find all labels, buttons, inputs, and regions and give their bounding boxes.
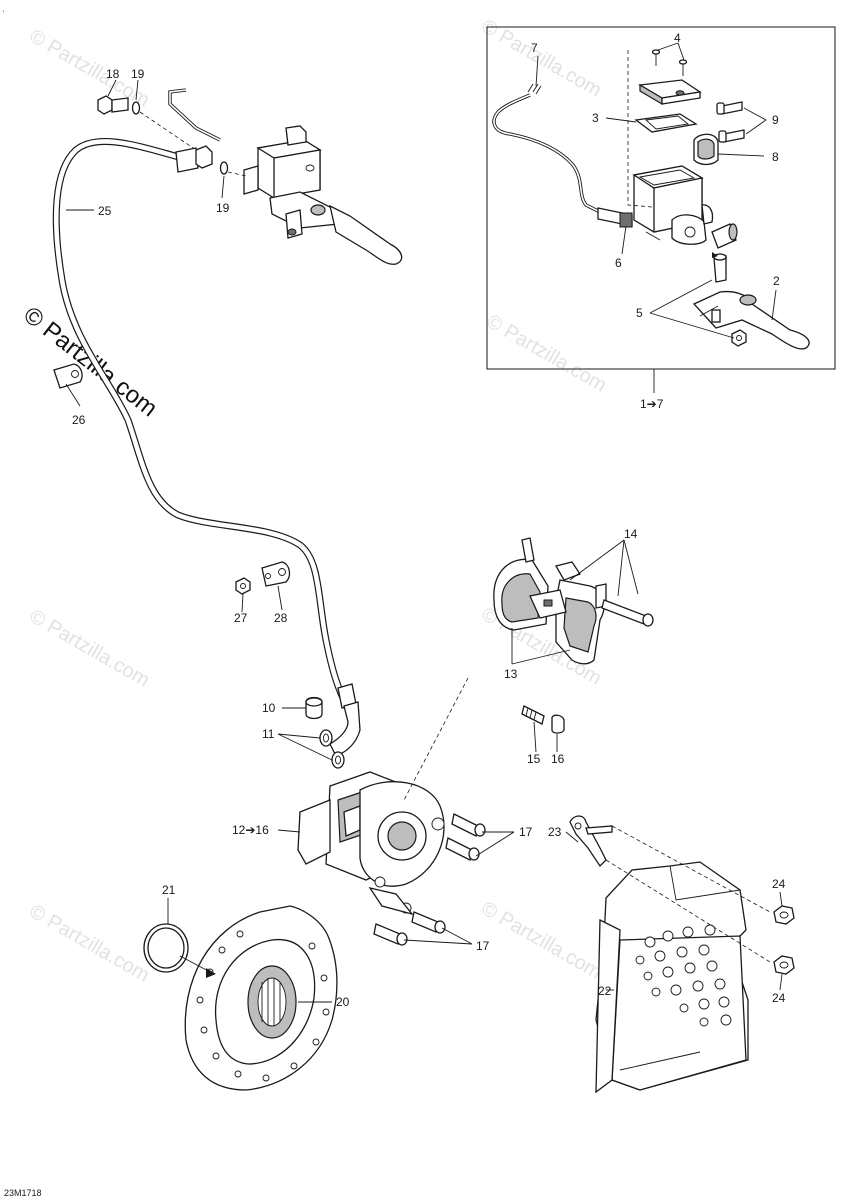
callout-17-lower: 17 bbox=[476, 939, 490, 953]
brake-pads bbox=[493, 537, 607, 665]
callout-8: 8 bbox=[772, 150, 779, 164]
callout-25: 25 bbox=[98, 204, 112, 218]
callout-7: 7 bbox=[531, 41, 538, 55]
watermark-text: © Partzilla.com bbox=[478, 15, 606, 101]
crush-washer-lower bbox=[219, 161, 229, 175]
callout-24-upper: 24 bbox=[772, 877, 786, 891]
callout-24-lower: 24 bbox=[772, 991, 786, 1005]
watermark-main: © Partzilla.com bbox=[18, 301, 162, 422]
callout-6: 6 bbox=[615, 256, 622, 270]
flange-nut-lower bbox=[773, 955, 795, 975]
watermark-text: © Partzilla.com bbox=[26, 605, 154, 691]
callout-18: 18 bbox=[106, 67, 120, 81]
callout-22: 22 bbox=[598, 984, 612, 998]
banjo-bolt bbox=[97, 95, 129, 115]
callout-13: 13 bbox=[504, 667, 518, 681]
callout-19-bottom: 19 bbox=[216, 201, 230, 215]
brake-light-switch-wire bbox=[492, 83, 601, 214]
callout-17-upper: 17 bbox=[519, 825, 533, 839]
callout-19-top: 19 bbox=[131, 67, 145, 81]
guard-bracket bbox=[569, 815, 613, 868]
callout-26: 26 bbox=[72, 413, 86, 427]
brake-hose bbox=[52, 88, 352, 712]
inset-leaders bbox=[535, 42, 777, 339]
brake-caliper bbox=[297, 771, 445, 916]
watermark-text: © Partzilla.com bbox=[483, 310, 611, 396]
pad-pin bbox=[601, 599, 654, 627]
callout-4: 4 bbox=[674, 31, 681, 45]
hose-fitting-bottom bbox=[329, 683, 361, 757]
master-cylinder-body bbox=[632, 165, 714, 245]
callout-21: 21 bbox=[162, 883, 176, 897]
handlebar-clamp bbox=[693, 133, 719, 166]
brake-disc bbox=[184, 905, 338, 1091]
cover-screws bbox=[651, 49, 688, 76]
callout-28: 28 bbox=[274, 611, 288, 625]
callout-1-7: 1➔7 bbox=[640, 397, 664, 411]
reservoir-diaphragm bbox=[634, 113, 698, 133]
guard-holes bbox=[635, 924, 732, 1027]
callout-23: 23 bbox=[548, 825, 562, 839]
caliper-bolts bbox=[373, 813, 486, 946]
clamp-bolts bbox=[716, 101, 745, 143]
callout-27: 27 bbox=[234, 611, 248, 625]
diagram-code: 23M1718 bbox=[4, 1188, 42, 1198]
callout-12-16: 12➔16 bbox=[232, 823, 269, 837]
nut-27 bbox=[235, 577, 251, 595]
callout-14: 14 bbox=[624, 527, 638, 541]
lever-nut bbox=[731, 329, 747, 347]
callout-15: 15 bbox=[527, 752, 541, 766]
reservoir-cover bbox=[638, 79, 702, 106]
callout-3: 3 bbox=[592, 111, 599, 125]
brake-lever bbox=[692, 290, 810, 350]
pivot-pin bbox=[713, 253, 727, 283]
callout-labels: 7 4 3 9 8 6 2 5 18 19 19 25 26 27 28 14 … bbox=[72, 31, 786, 1009]
hose-clip-26 bbox=[53, 363, 83, 389]
brake-guard-plate bbox=[595, 861, 749, 1094]
corner-mark: ˌ bbox=[2, 2, 5, 12]
crush-washer bbox=[131, 101, 141, 115]
callout-10: 10 bbox=[262, 701, 276, 715]
watermark-text: © Partzilla.com bbox=[478, 897, 606, 983]
callout-2: 2 bbox=[773, 274, 780, 288]
watermark-text: © Partzilla.com bbox=[26, 900, 154, 986]
pad-spring-clip bbox=[529, 561, 581, 619]
bleeder-valve bbox=[521, 705, 545, 725]
inset-frame bbox=[486, 26, 836, 370]
leader-lines bbox=[65, 79, 783, 1003]
hose-fitting-top bbox=[175, 145, 213, 173]
master-cylinder-assembly bbox=[243, 125, 403, 265]
brake-light-switch bbox=[597, 207, 633, 228]
callout-11: 11 bbox=[262, 727, 275, 741]
rubber-boot bbox=[711, 223, 738, 249]
bleeder-cap bbox=[305, 696, 323, 720]
callout-9: 9 bbox=[772, 113, 779, 127]
callout-5: 5 bbox=[636, 306, 643, 320]
hose-clip-28 bbox=[261, 561, 291, 587]
callout-16: 16 bbox=[551, 752, 565, 766]
o-ring bbox=[143, 923, 189, 973]
callout-20: 20 bbox=[336, 995, 350, 1009]
flange-nut-upper bbox=[773, 905, 795, 925]
bleeder-dust-cap bbox=[551, 714, 565, 734]
